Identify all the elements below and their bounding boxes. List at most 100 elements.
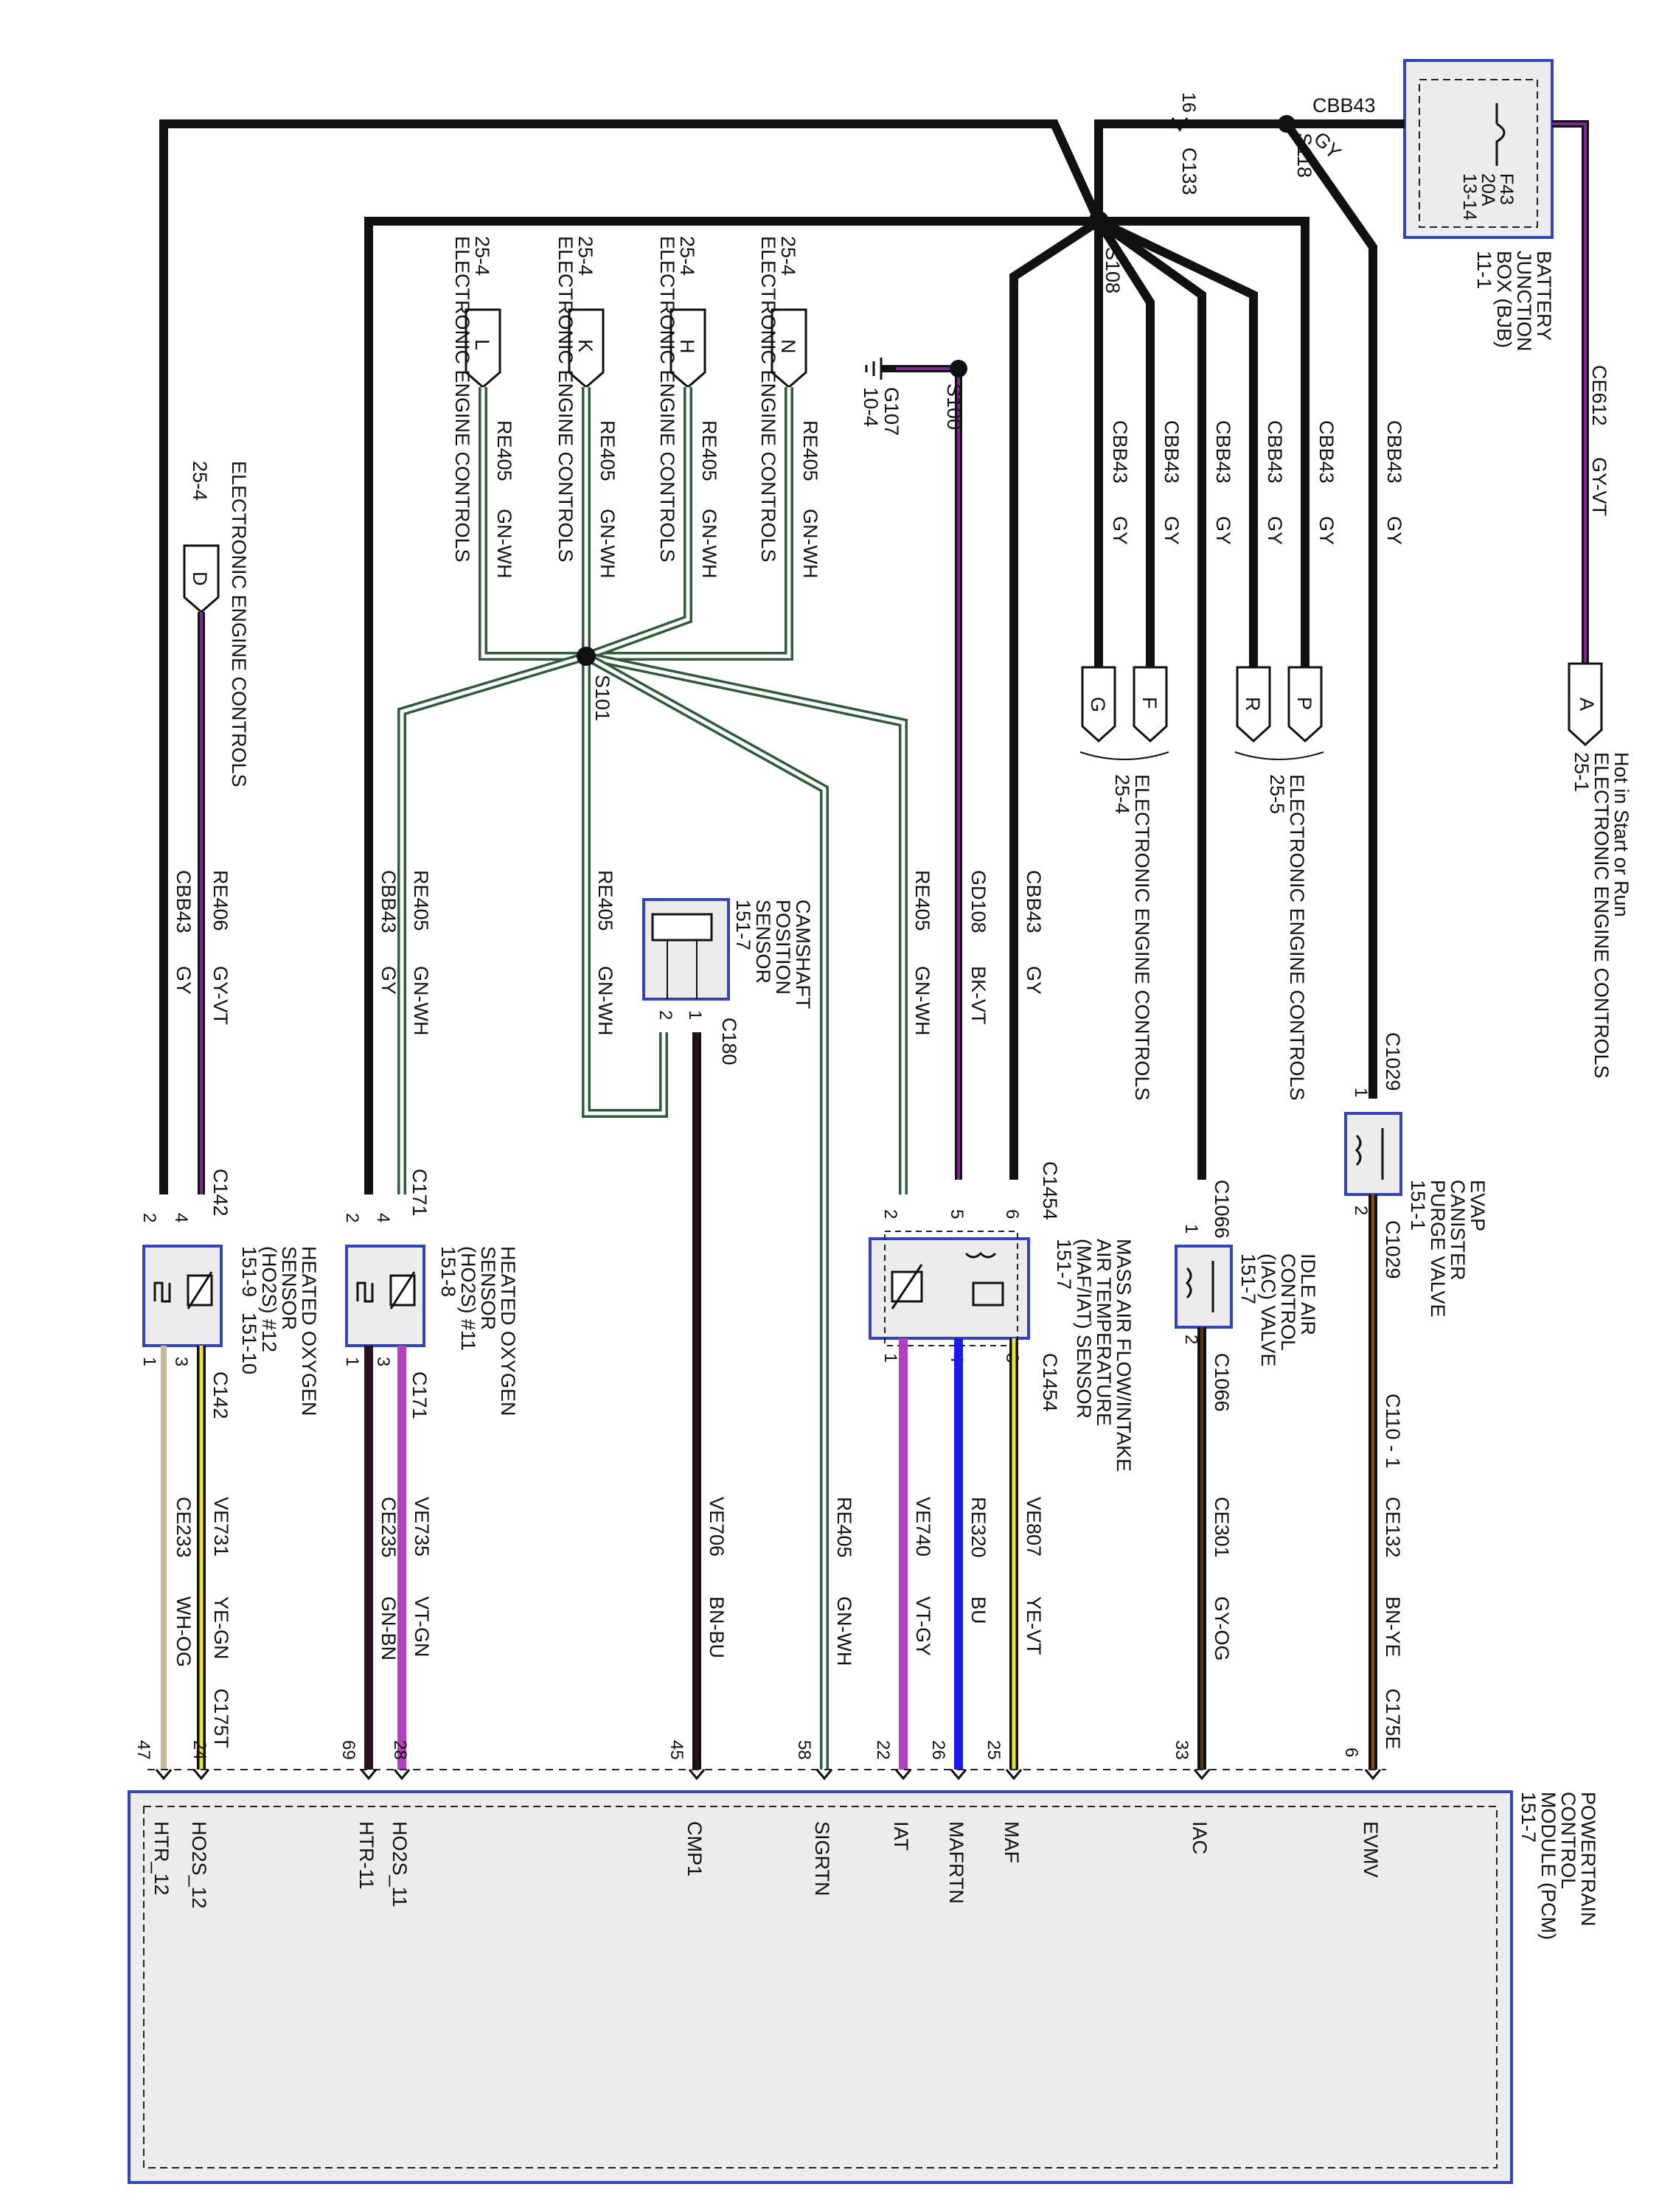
connector-h	[669, 308, 706, 389]
re405-pcm-label: RE405	[833, 1497, 855, 1558]
mid-labels: RE406 GY-VT CBB43 GY RE405 GN-WH CBB43 G…	[173, 870, 1045, 1035]
ho2s-11-conn-top: C171	[408, 1169, 431, 1217]
cbb43-branch-labels: CBB43 GY CBB43 GY CBB43 GY CBB43 GY CBB4…	[1109, 420, 1405, 545]
ve735-label: VE735	[411, 1497, 433, 1557]
maf-label-3: (MAF/IAT) SENSOR	[1073, 1239, 1095, 1419]
camshaft-label-2: POSITION	[772, 900, 794, 995]
maf-label-4: 151-7	[1053, 1239, 1075, 1290]
thermistor-slash	[891, 1264, 923, 1310]
s100-label: S100	[943, 383, 965, 430]
gd108-color: BK-VT	[967, 966, 990, 1025]
wire-cbb43-branch-maf	[1009, 217, 1102, 1180]
pcm-signal-cmp1: CMP1	[684, 1821, 706, 1877]
connector-r	[1236, 666, 1271, 743]
ve807-color: YE-VT	[1023, 1596, 1045, 1655]
evap-label-4: 151-1	[1407, 1180, 1429, 1231]
cbb43-branch-color-1: GY	[1383, 516, 1405, 545]
fuse-symbol	[1495, 103, 1506, 166]
connector-a-letter: A	[1576, 698, 1598, 711]
ce235-label: CE235	[378, 1497, 400, 1558]
cbb43-branch-label-1: CBB43	[1383, 420, 1405, 484]
re405-cam-color: GN-WH	[594, 966, 616, 1035]
c175t-label: C175T	[210, 1688, 232, 1748]
c180-label: C180	[718, 1018, 740, 1065]
s118-label: S118	[1293, 133, 1315, 178]
ve735-color: VT-GN	[411, 1596, 433, 1658]
evap-label-2: CANISTER	[1447, 1180, 1469, 1281]
re405-network	[397, 387, 908, 1770]
splice-s118	[1278, 115, 1295, 133]
pcm-signal-iac: IAC	[1189, 1821, 1211, 1854]
ce301-color: GY-OG	[1211, 1596, 1233, 1661]
camshaft-label-1: CAMSHAFT	[792, 900, 814, 1009]
connector-k-letter: K	[574, 339, 597, 352]
iac-label-3: (IAC) VALVE	[1257, 1253, 1279, 1367]
ho2s-11-pin-4: 4	[373, 1213, 393, 1222]
bjb-label-3: BOX (BJB)	[1493, 251, 1515, 348]
re320-color: BU	[967, 1596, 990, 1624]
cbb43-branch-label-4: CBB43	[1212, 420, 1234, 484]
iac-conn-bot: C1066	[1211, 1353, 1233, 1412]
pcm-signal-ho2s-12: HO2S_12	[188, 1821, 210, 1909]
evap-conn-top: C1029	[1382, 1032, 1404, 1091]
ve731-color: YE-GN	[210, 1596, 232, 1660]
fg-note-ref: 25-4	[1111, 774, 1133, 814]
re405-maf-color: GN-WH	[911, 966, 933, 1035]
evap-conn-bot: C1029	[1382, 1220, 1404, 1279]
ve706-color: BN-BU	[706, 1596, 728, 1658]
ho2s-12-conn-bot: C142	[209, 1371, 232, 1419]
fuse-label-3: 13-14	[1459, 173, 1480, 220]
pcm-pin-22: 22	[873, 1740, 893, 1760]
connector-n-ref: 25-4	[777, 236, 799, 276]
pcm-wire-labels: CE132 BN-YE CE301 GY-OG VE807 YE-VT RE32…	[173, 1497, 1404, 1750]
maf-conn-top: C1454	[1039, 1161, 1061, 1220]
maf-pin-1: 1	[880, 1353, 900, 1363]
connector-l-letter: L	[471, 339, 493, 350]
ce132-label: CE132	[1382, 1497, 1404, 1558]
splice-s101	[577, 647, 596, 666]
pcm-pin-58: 58	[794, 1740, 814, 1760]
splice-s100	[950, 360, 967, 378]
ho2s-12-label-1: HEATED OXYGEN	[298, 1246, 320, 1416]
ho2s-12-pin-3: 3	[171, 1357, 191, 1366]
fg-note-name: ELECTRONIC ENGINE CONTROLS	[1131, 774, 1153, 1101]
iac-label-1: IDLE AIR	[1297, 1253, 1319, 1335]
ho2s-11-label-3: (HO2S) #11	[457, 1246, 479, 1351]
ho2s-11-pin-3: 3	[373, 1357, 393, 1366]
ho2s-11-heater-wave	[356, 1281, 374, 1303]
fuse-label-2: 20A	[1478, 173, 1498, 206]
re406-color: GY-VT	[209, 966, 232, 1025]
pcm-label-3: MODULE (PCM)	[1537, 1792, 1559, 1940]
ce301-label: CE301	[1211, 1497, 1233, 1558]
connector-h-circuit: RE405	[698, 420, 720, 481]
camshaft-pin-2: 2	[655, 1010, 675, 1020]
pcm-pin-6: 6	[1341, 1747, 1361, 1757]
connector-k	[568, 308, 605, 389]
cbb43-branch-color-5: GY	[1161, 516, 1183, 545]
pcm-pin-25: 25	[984, 1740, 1004, 1760]
ho2s-12-heater-wave	[153, 1281, 171, 1303]
cbb43-feed-label: CBB43	[1312, 94, 1376, 116]
maf-label-1: MASS AIR FLOW/INTAKE	[1113, 1239, 1135, 1472]
ho2s-12-label-2: SENSOR	[278, 1246, 300, 1330]
connector-a-note-3: 25-1	[1571, 752, 1593, 792]
pcm-signal-maf: MAF	[1001, 1821, 1023, 1863]
ho2s-11-label-1: HEATED OXYGEN	[497, 1246, 519, 1416]
connector-a-note-2: ELECTRONIC ENGINE CONTROLS	[1590, 752, 1613, 1079]
pcm-inner-dashed	[143, 1806, 1498, 2168]
pcm-entry-marks	[155, 1769, 1382, 1781]
ho2s-12-heater-slash	[187, 1271, 213, 1310]
pcm-signal-iat: IAT	[890, 1821, 912, 1851]
cbb43-maf-color: GY	[1023, 966, 1045, 995]
connector-d-ref: 25-4	[189, 461, 211, 501]
pcm-pin-28: 28	[390, 1740, 410, 1760]
ve740-color: VT-GY	[912, 1596, 934, 1656]
maf-label-2: AIR TEMPERATURE	[1093, 1239, 1115, 1426]
cbb43-d-label: CBB43	[173, 870, 195, 933]
re405-l-inner	[481, 387, 586, 658]
camshaft-pin-1: 1	[685, 1010, 705, 1020]
wire-cbb43-branch-p	[1099, 217, 1310, 667]
top-connectors: N H K L 25-4 ELECTRONIC ENGINE CONTROLS …	[451, 236, 821, 578]
ve807-label: VE807	[1023, 1497, 1045, 1557]
